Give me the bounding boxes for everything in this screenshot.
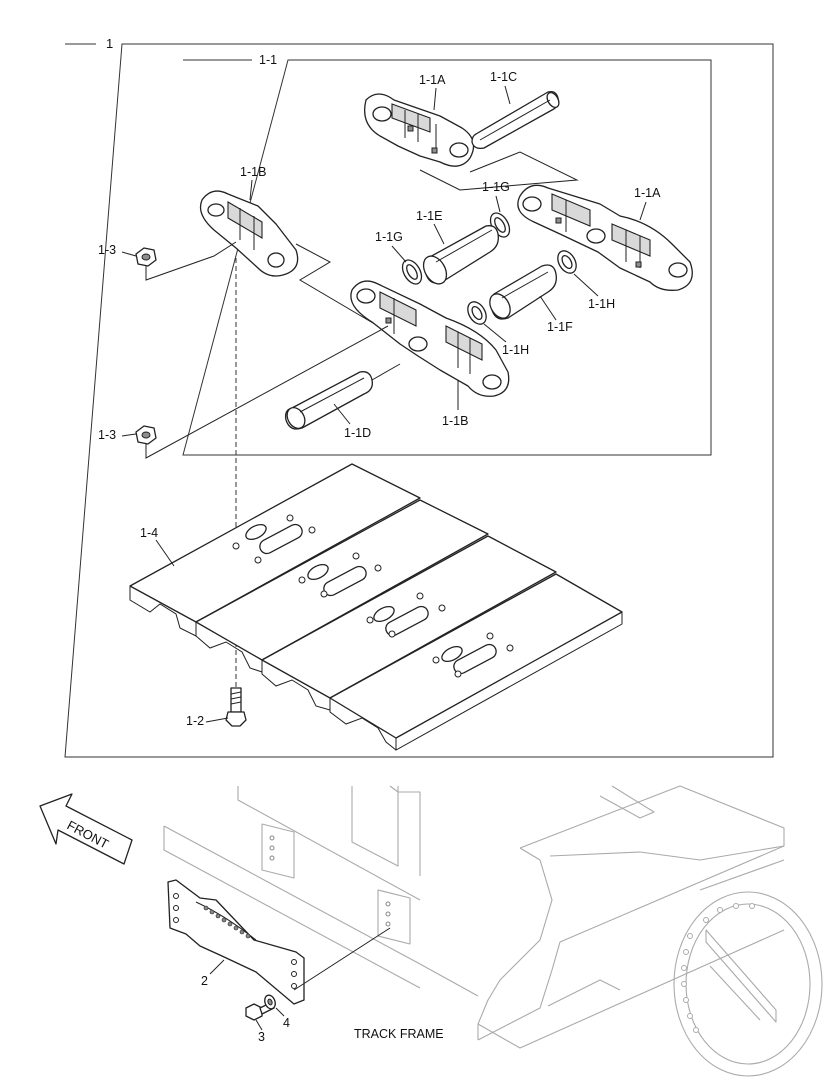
bushing-1-1e	[422, 225, 499, 285]
label-1-1c: 1-1C	[490, 70, 517, 84]
label-2: 2	[201, 974, 208, 988]
seal-1-1g-left	[401, 259, 423, 285]
label-1-1a-right: 1-1A	[634, 186, 661, 200]
sub-assembly-box: 1-1	[182, 53, 712, 456]
label-1-2: 1-2	[186, 714, 204, 728]
link-1-1a-top	[363, 93, 475, 167]
label-1-4: 1-4	[140, 526, 158, 540]
label-3: 3	[258, 1030, 265, 1044]
link-1-1a-right	[517, 184, 693, 291]
label-1-1g-left: 1-1G	[375, 230, 403, 244]
bushing-1-1f	[489, 264, 557, 320]
link-1-1b-lower	[350, 280, 510, 397]
label-1-3-upper: 1-3	[98, 243, 116, 257]
pin-1-1c	[471, 90, 560, 150]
connector-top	[419, 151, 579, 191]
nut-1-3-upper	[135, 247, 157, 267]
label-1-1h-lower: 1-1H	[502, 343, 529, 357]
pin-1-1d	[284, 371, 373, 430]
seal-1-1h-right	[557, 250, 577, 274]
assembly-box: 1	[64, 36, 774, 758]
label-1-1b-lower: 1-1B	[442, 414, 468, 428]
label-1-1g-upper: 1-1G	[482, 180, 510, 194]
assembly-label: 1	[106, 36, 113, 51]
label-1-3-lower: 1-3	[98, 428, 116, 442]
label-1-1f: 1-1F	[547, 320, 573, 334]
bolt-1-2	[225, 687, 247, 727]
track-frame-label: TRACK FRAME	[354, 1027, 444, 1041]
track-shoe-1-4	[129, 463, 623, 751]
track-frame-structure	[163, 785, 823, 1077]
sub-assembly-label: 1-1	[259, 53, 277, 67]
nut-1-3-lower	[135, 425, 157, 445]
link-1-1b-left	[199, 190, 299, 277]
label-4: 4	[283, 1016, 290, 1030]
label-1-1b-left: 1-1B	[240, 165, 266, 179]
front-arrow-icon: FRONT	[39, 793, 133, 865]
label-1-1h-right: 1-1H	[588, 297, 615, 311]
label-1-1e: 1-1E	[416, 209, 442, 223]
seal-1-1h-lower	[467, 301, 487, 325]
label-1-1d: 1-1D	[344, 426, 371, 440]
label-1-1a-top: 1-1A	[419, 73, 446, 87]
washer-4	[264, 994, 276, 1010]
track-guard-2	[167, 879, 305, 1005]
